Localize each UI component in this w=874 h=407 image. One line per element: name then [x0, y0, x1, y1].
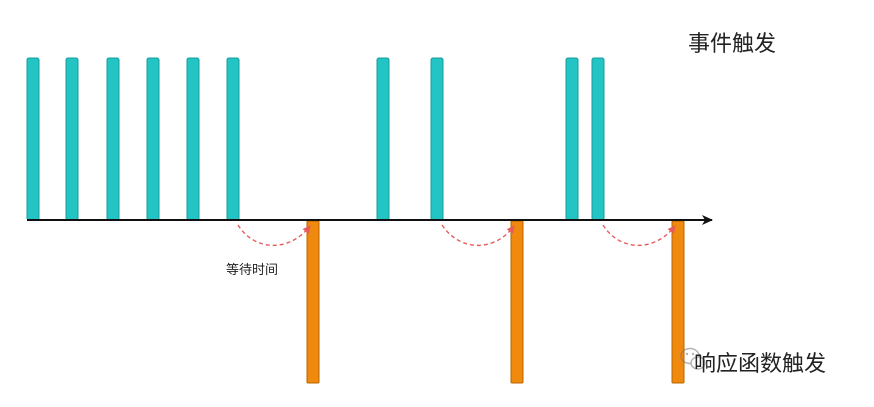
event-bar [226, 57, 240, 221]
response-bars [306, 220, 685, 384]
event-bar [186, 57, 200, 221]
response-trigger-label: 响应函数触发 [694, 352, 826, 377]
event-bar [65, 57, 79, 221]
wait-arrows [237, 224, 676, 247]
event-bar [565, 57, 579, 221]
wait-arrow [602, 224, 676, 247]
response-bar [510, 220, 524, 384]
event-bars [26, 57, 605, 221]
wait-arrow [441, 224, 515, 247]
wait-arrow [237, 224, 311, 247]
event-trigger-label: 事件触发 [688, 32, 776, 57]
event-bar [591, 57, 605, 221]
event-bar [430, 57, 444, 221]
event-bar [376, 57, 390, 221]
wait-time-label: 等待时间 [226, 262, 278, 278]
event-bar [106, 57, 120, 221]
event-bar [146, 57, 160, 221]
event-bar [26, 57, 40, 221]
wechat-logo-icon [680, 347, 706, 370]
response-bar [306, 220, 320, 384]
